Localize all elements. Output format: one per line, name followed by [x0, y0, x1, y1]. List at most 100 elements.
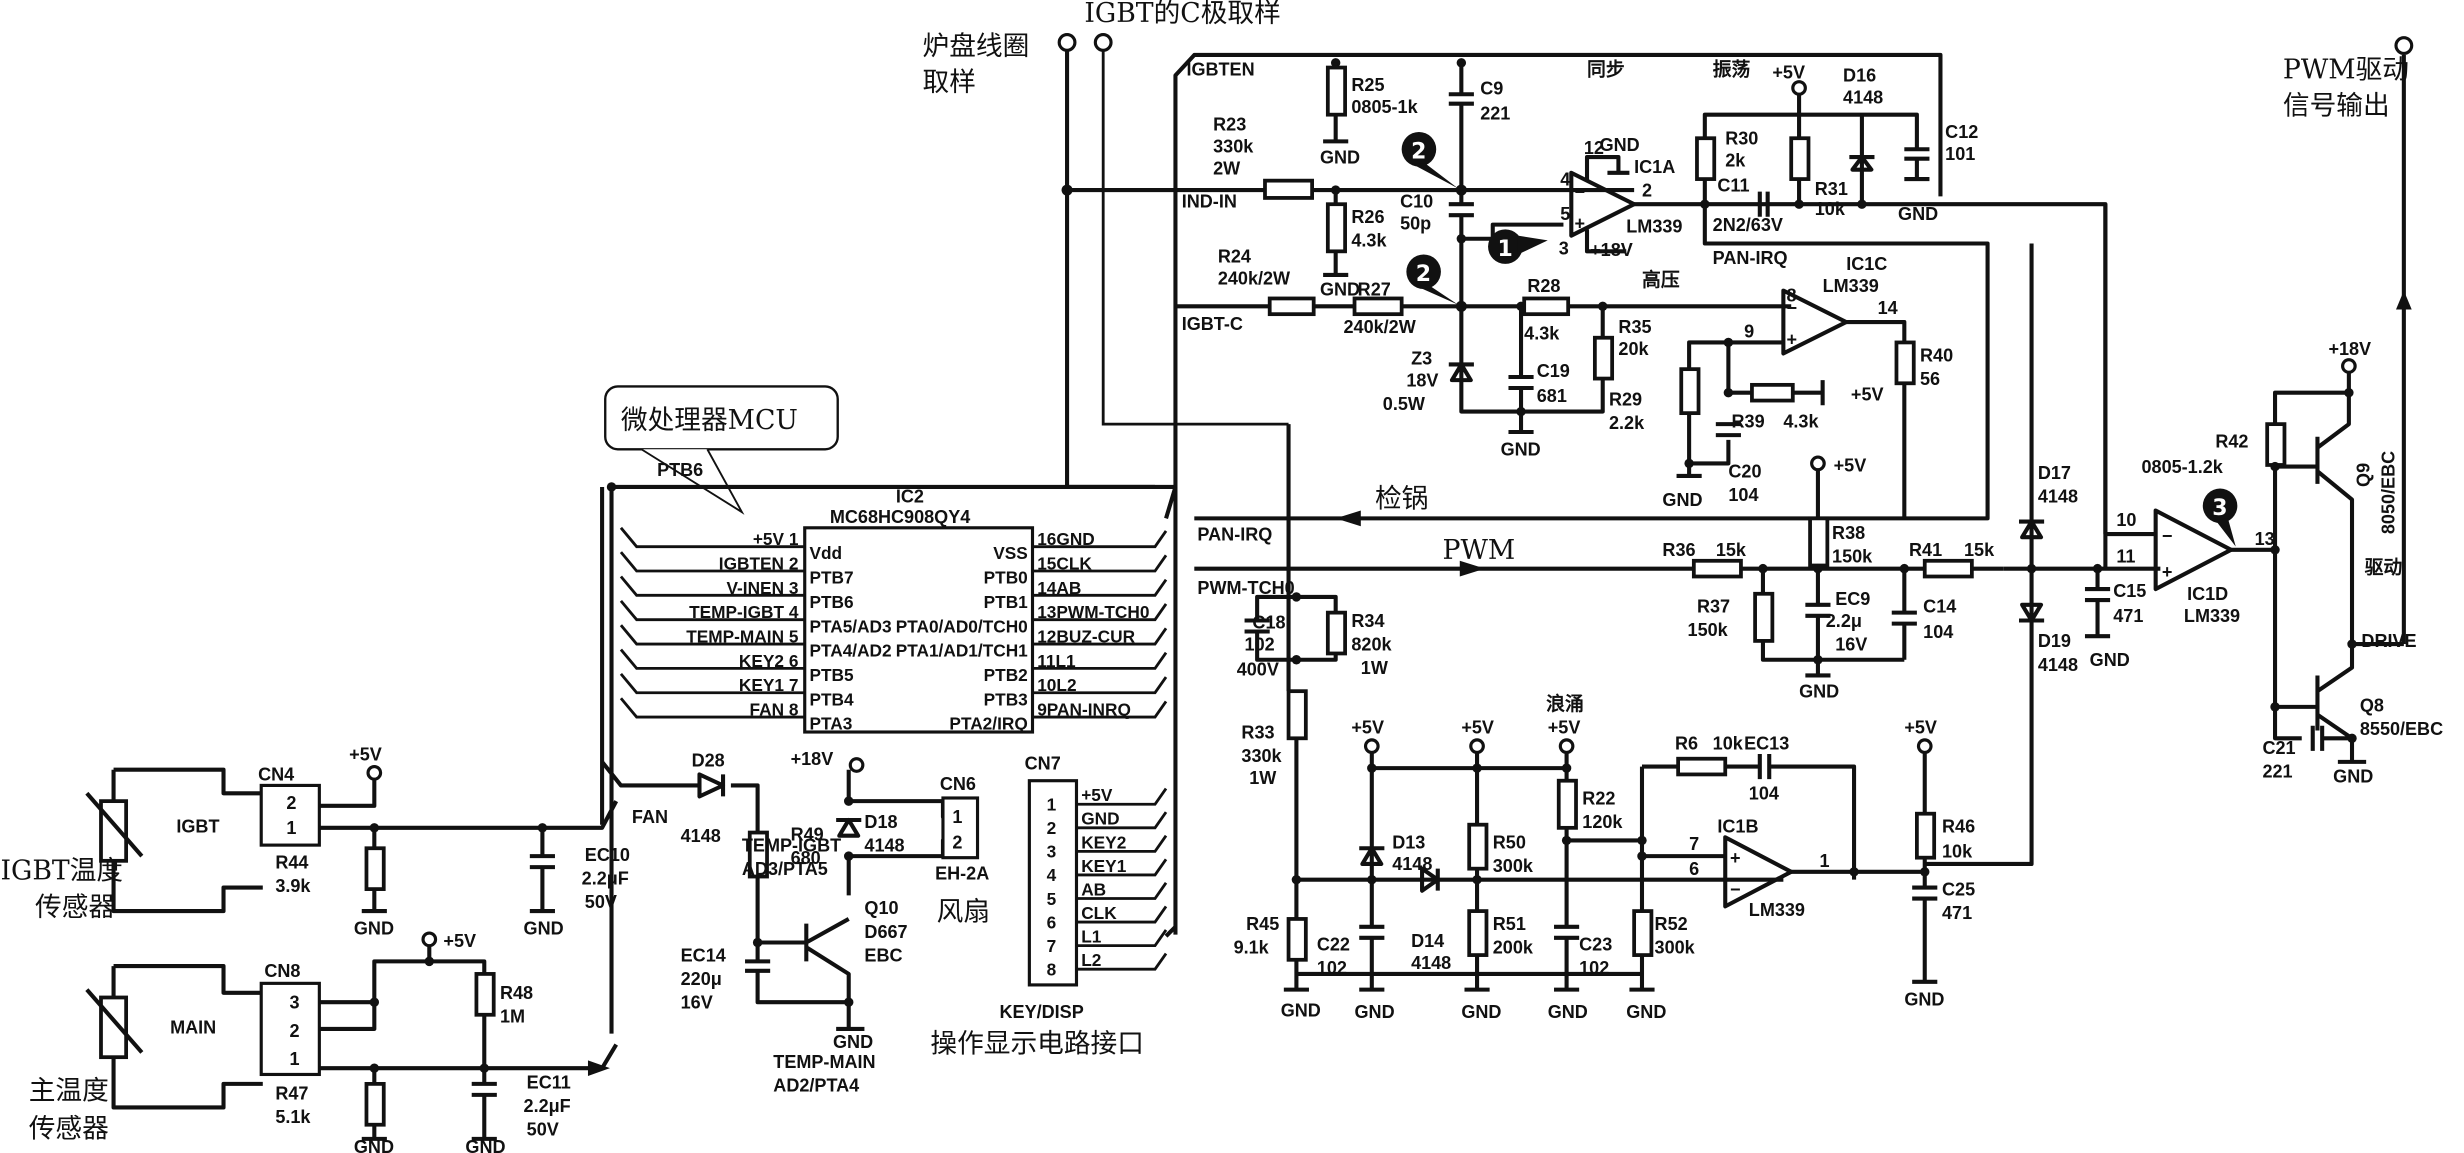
svg-text:104: 104	[1923, 622, 1953, 642]
pin-func: PTA1/AD1/TCH1	[896, 641, 1028, 661]
svg-text:1M: 1M	[500, 1007, 525, 1027]
svg-text:1: 1	[952, 807, 962, 827]
ic1a-comparator: − + 4 5 2 12 3 GND IC1A LM339 +18V	[1559, 135, 1683, 260]
svg-text:16V: 16V	[681, 992, 713, 1012]
mcu-right-bus-edge	[1164, 486, 1178, 938]
pin-net: FAN 8	[750, 700, 799, 720]
pan-detect-label: 检锅	[1375, 483, 1428, 514]
svg-text:GND: GND	[1799, 681, 1839, 701]
pin-func: PTB6	[809, 592, 853, 612]
svg-text:820k: 820k	[1351, 634, 1392, 654]
svg-text:KEY1: KEY1	[1081, 856, 1127, 876]
svg-text:R29: R29	[1609, 389, 1642, 409]
svg-text:EBC: EBC	[864, 945, 902, 965]
svg-text:R41: R41	[1909, 540, 1942, 560]
junction-dot	[1899, 563, 1910, 574]
svg-text:10k: 10k	[1713, 733, 1744, 753]
r51-resistor-icon	[1467, 909, 1489, 957]
svg-text:18V: 18V	[1406, 370, 1438, 390]
igbt-temp-sensor: IGBT CN4 2 1 IGBT温度 传感器	[0, 765, 321, 923]
net-temp-igbt-port: AD3/PTA5	[742, 859, 828, 879]
svg-text:C23: C23	[1579, 934, 1612, 954]
svg-text:+18V: +18V	[791, 749, 834, 769]
svg-text:0805-1.2k: 0805-1.2k	[2142, 457, 2224, 477]
r23-power: 2W	[1213, 158, 1241, 178]
svg-text:4148: 4148	[1843, 88, 1883, 108]
c9-value: 221	[1480, 103, 1510, 123]
pin-wire	[619, 624, 805, 646]
svg-text:GND: GND	[2333, 766, 2373, 786]
svg-text:R31: R31	[1815, 179, 1848, 199]
p5v-terminal-icon	[366, 765, 383, 781]
svg-text:4.3k: 4.3k	[1524, 323, 1560, 343]
svg-text:15k: 15k	[1716, 540, 1747, 560]
svg-text:4148: 4148	[2038, 655, 2078, 675]
gnd-icon	[1584, 155, 1630, 181]
p5v-terminal-icon	[1916, 738, 1933, 755]
callout-badge-3: 3	[2202, 488, 2238, 547]
r33-resistor-icon	[1286, 689, 1308, 741]
svg-text:2: 2	[1411, 140, 1426, 165]
svg-text:4148: 4148	[1411, 953, 1451, 973]
svg-text:C21: C21	[2262, 738, 2295, 758]
svg-text:15k: 15k	[1964, 540, 1995, 560]
svg-text:R35: R35	[1618, 317, 1651, 337]
pin-net: TEMP-IGBT 4	[689, 602, 799, 622]
svg-text:200k: 200k	[1493, 938, 1534, 958]
p5v-terminal-icon	[1363, 738, 1380, 755]
p18v-terminal-icon	[848, 757, 865, 773]
callout-badge-1: 1	[1488, 229, 1548, 264]
svg-text:14: 14	[1878, 298, 1898, 318]
junction-dot	[2270, 702, 2280, 712]
svg-text:+5V: +5V	[1772, 63, 1805, 83]
z3-zener-icon	[1448, 306, 1605, 414]
section-surge: 浪涌	[1546, 692, 1584, 715]
svg-text:GND: GND	[833, 1032, 873, 1052]
svg-text:D28: D28	[692, 751, 725, 771]
svg-text:300k: 300k	[1493, 856, 1534, 876]
wire	[1461, 222, 1564, 241]
pin-net: 14AB	[1037, 578, 1081, 598]
p5v-terminal-icon	[421, 931, 438, 948]
svg-text:2: 2	[952, 832, 962, 852]
svg-text:1: 1	[1819, 851, 1829, 871]
svg-text:GND: GND	[1501, 440, 1541, 460]
svg-text:102: 102	[1317, 958, 1347, 978]
svg-text:120k: 120k	[1582, 812, 1623, 832]
junction-dot	[1637, 851, 1647, 861]
pin-func: Vdd	[809, 543, 842, 563]
q9-part: 8050/EBC	[2378, 451, 2398, 534]
svg-text:R42: R42	[2215, 432, 2248, 452]
svg-text:R37: R37	[1697, 597, 1730, 617]
d17-d19-wire	[1924, 243, 2034, 867]
svg-text:102: 102	[1579, 958, 1609, 978]
pin-func: PTB1	[984, 592, 1029, 612]
c14-capacitor-icon	[1891, 568, 1917, 660]
svg-text:R40: R40	[1920, 345, 1953, 365]
q9-ref: Q9	[2353, 463, 2373, 487]
r44-resistor-icon	[364, 846, 386, 891]
svg-text:2k: 2k	[1725, 151, 1746, 171]
r6-ec13-wire	[1641, 754, 1857, 880]
r39-resistor-icon	[1750, 382, 1795, 403]
svg-text:EC9: EC9	[1835, 589, 1870, 609]
c18-r34-network	[1244, 424, 1338, 692]
junction-dot	[424, 956, 435, 967]
pin-func: PTA0/AD0/TCH0	[896, 616, 1028, 636]
ic1c-comparator: − + 8 9 14 IC1C LM339	[1744, 254, 1898, 356]
svg-text:D19: D19	[2038, 631, 2071, 651]
svg-text:10k: 10k	[1815, 199, 1846, 219]
pin-net: IGBTEN 2	[719, 553, 799, 573]
svg-text:AB: AB	[1081, 879, 1106, 899]
d14-diode-icon	[1420, 866, 1440, 893]
junction-dot	[1857, 199, 1867, 209]
junction-dot	[1723, 337, 1734, 348]
svg-text:CN4: CN4	[258, 765, 294, 785]
r28-resistor-icon	[1522, 296, 1571, 317]
